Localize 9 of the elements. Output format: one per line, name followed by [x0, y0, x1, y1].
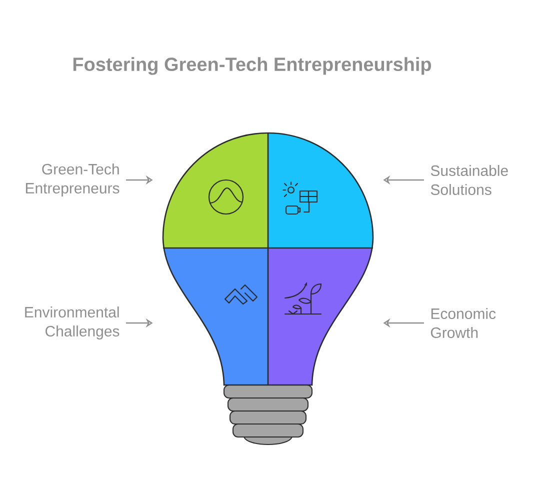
quadrant-shape: [268, 133, 373, 248]
label-text: Economic Growth: [430, 308, 496, 338]
quadrant-shape: [163, 248, 268, 385]
label-text: Sustainable Solutions: [430, 165, 508, 195]
label-text: Green-Tech Entrepreneurs: [26, 164, 120, 196]
quadrant-shape: [163, 133, 268, 248]
quadrant-shape: [268, 248, 373, 385]
title: Fostering Green-Tech Entrepreneurship: [73, 57, 432, 75]
label-text: Environmental Challenges: [25, 306, 120, 340]
